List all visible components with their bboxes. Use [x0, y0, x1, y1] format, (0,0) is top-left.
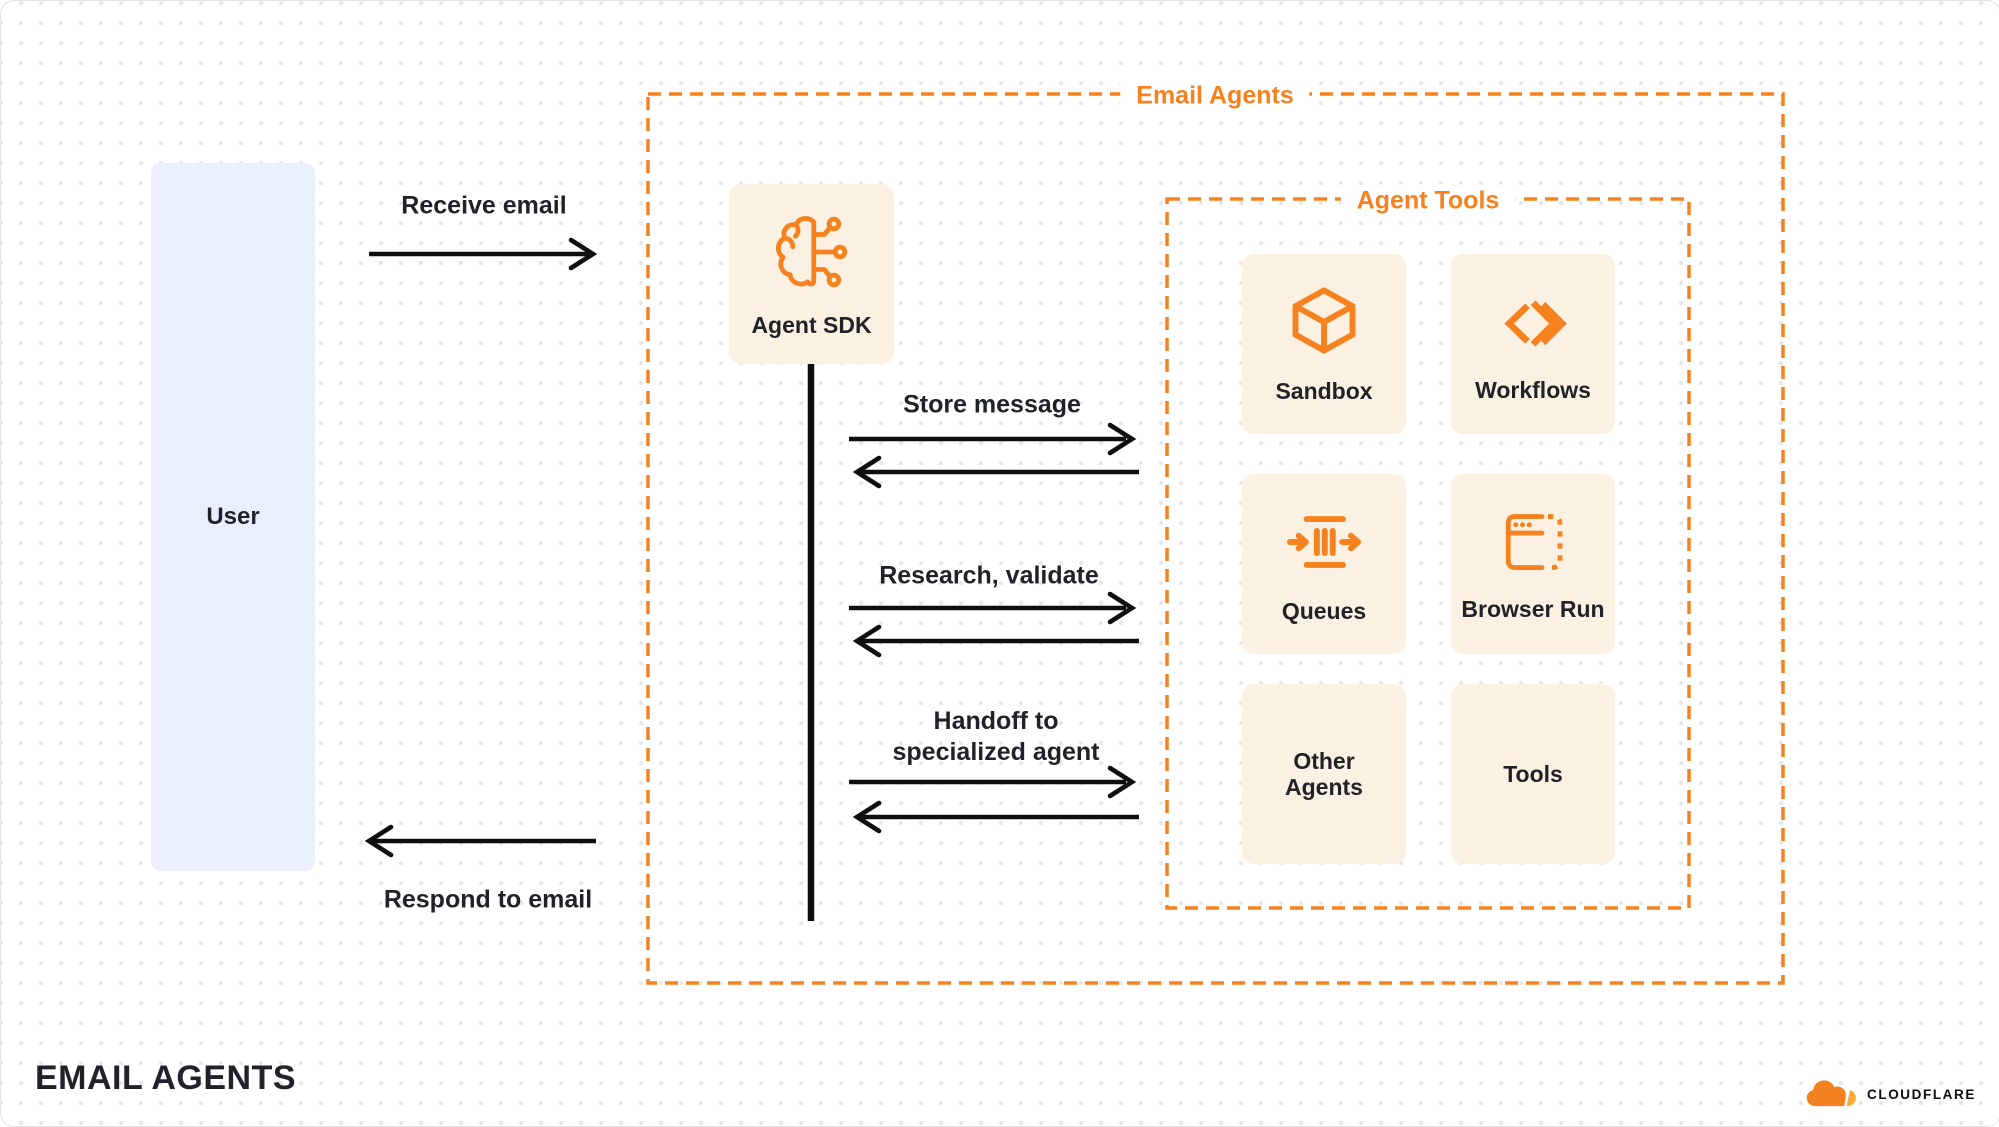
tile-label: Queues [1281, 597, 1367, 624]
receive-email-arrow [369, 237, 598, 271]
queues-flow-icon [1286, 515, 1362, 568]
research-validate-arrow-left [852, 624, 1139, 658]
handoff-arrow-right [849, 765, 1137, 799]
handoff-arrow-left [852, 800, 1139, 834]
tile-browser-run: Browser Run [1451, 474, 1615, 654]
tile-label: Workflows [1475, 376, 1591, 403]
respond-email-arrow [364, 824, 596, 858]
tile-workflows: Workflows [1451, 254, 1615, 434]
tile-label: Sandbox [1275, 377, 1373, 404]
respond-to-email-label: Respond to email [383, 885, 593, 914]
agent-tools-group-label: Agent Tools [1340, 184, 1516, 218]
store-message-arrow-left [852, 455, 1139, 489]
tile-other-agents: Other Agents [1242, 684, 1406, 864]
tile-label: Tools [1503, 760, 1563, 787]
store-message-label: Store message [903, 390, 1081, 419]
tile-label: Other Agents [1285, 747, 1363, 800]
cloudflare-cloud-icon [1806, 1080, 1856, 1107]
store-message-arrow-right [849, 422, 1137, 456]
receive-email-label: Receive email [401, 191, 567, 220]
brain-circuit-icon [775, 215, 847, 287]
user-box: User [151, 163, 315, 871]
research-validate-label: Research, validate [879, 561, 1099, 590]
browser-window-icon [1505, 513, 1563, 570]
tile-label: Browser Run [1461, 595, 1605, 622]
cloudflare-logo: CLOUDFLARE [1806, 1079, 1976, 1109]
cloudflare-wordmark: CLOUDFLARE [1867, 1086, 1976, 1102]
email-agents-group-label: Email Agents [1120, 79, 1310, 113]
agent-sdk-label: Agent SDK [751, 311, 872, 338]
diagram-title: EMAIL AGENTS [35, 1059, 297, 1097]
user-label: User [206, 503, 260, 530]
tile-queues: Queues [1242, 474, 1406, 654]
research-validate-arrow-right [849, 591, 1137, 625]
tile-sandbox: Sandbox [1242, 254, 1406, 434]
cube-icon [1292, 287, 1356, 354]
handoff-label: Handoff to specialized agent [892, 707, 1100, 766]
tile-tools: Tools [1451, 684, 1615, 864]
agent-sdk-card: Agent SDK [729, 184, 894, 364]
workflows-chevrons-icon [1504, 300, 1567, 347]
